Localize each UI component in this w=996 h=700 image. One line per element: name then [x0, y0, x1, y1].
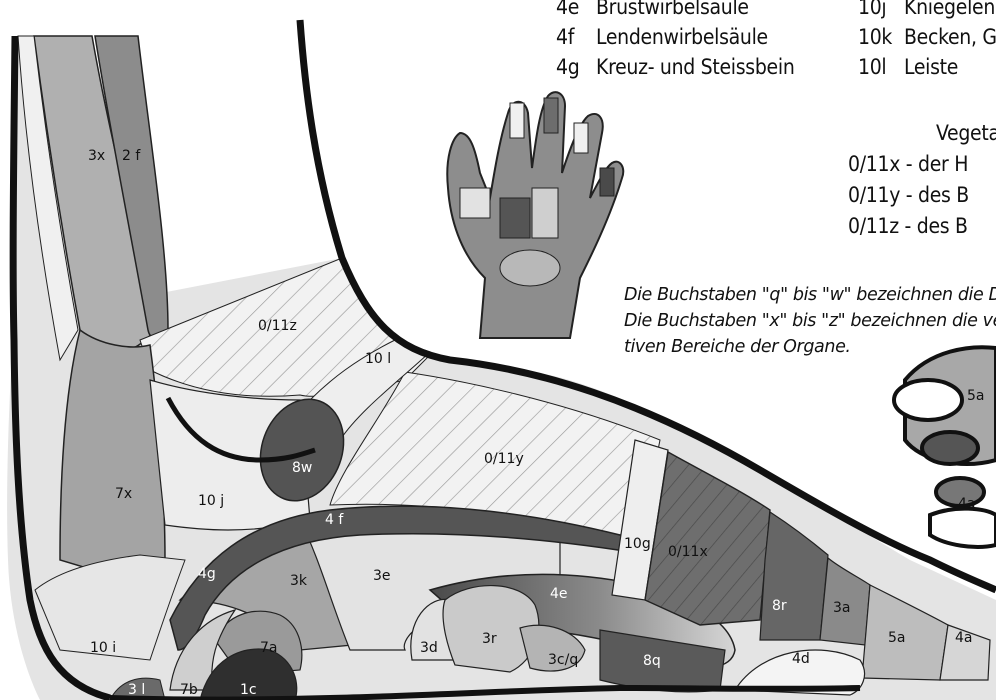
label-0-11x: 0/11x	[668, 544, 708, 560]
label-10j: 10 j	[198, 493, 224, 509]
vegetative-item: 0/11y - des B	[848, 180, 996, 211]
hand-illustration	[447, 92, 623, 338]
label-8q: 8q	[643, 653, 661, 669]
label-4e: 4e	[550, 586, 568, 602]
label-4a-side: 4a	[958, 496, 976, 512]
label-8w: 8w	[292, 460, 312, 476]
label-4a: 4a	[955, 630, 973, 646]
toes-fragment	[894, 347, 996, 547]
note-line: Die Buchstaben "q" bis "w" bezeichnen di…	[624, 282, 996, 308]
label-7b: 7b	[180, 682, 198, 698]
vegetative-item: 0/11z - des B	[848, 211, 996, 242]
label-10g: 10g	[624, 536, 651, 552]
label-5a: 5a	[888, 630, 906, 646]
label-3cq: 3c/q	[548, 652, 578, 668]
label-3a: 3a	[833, 600, 851, 616]
label-4g: 4g	[198, 566, 216, 582]
label-4d: 4d	[792, 651, 810, 667]
label-1c: 1c	[240, 682, 257, 698]
label-0-11y: 0/11y	[484, 451, 524, 467]
label-7x: 7x	[115, 486, 132, 502]
vegetative-legend: Vegeta 0/11x - der H 0/11y - des B 0/11z…	[848, 118, 996, 242]
label-3x: 3x	[88, 148, 105, 164]
label-3e: 3e	[373, 568, 391, 584]
label-3r: 3r	[482, 631, 497, 647]
vegetative-item: 0/11x - der H	[848, 149, 996, 180]
label-10i: 10 i	[90, 640, 116, 656]
label-3k: 3k	[290, 573, 308, 589]
note-block: Die Buchstaben "q" bis "w" bezeichnen di…	[624, 282, 996, 360]
label-10l: 10 l	[365, 351, 391, 367]
note-line: Die Buchstaben "x" bis "z" bezeichnen di…	[624, 308, 996, 334]
label-5a-top: 5a	[967, 388, 985, 404]
label-0-11z: 0/11z	[258, 318, 297, 334]
zone-7x	[60, 330, 165, 575]
label-8r: 8r	[772, 598, 787, 614]
vegetative-heading: Vegeta	[848, 118, 996, 149]
label-4f: 4 f	[325, 512, 344, 528]
label-3l: 3 l	[128, 682, 145, 698]
label-2f: 2 f	[122, 148, 141, 164]
label-7a: 7a	[260, 640, 278, 656]
label-3d: 3d	[420, 640, 438, 656]
note-line: tiven Bereiche der Organe.	[624, 334, 996, 360]
